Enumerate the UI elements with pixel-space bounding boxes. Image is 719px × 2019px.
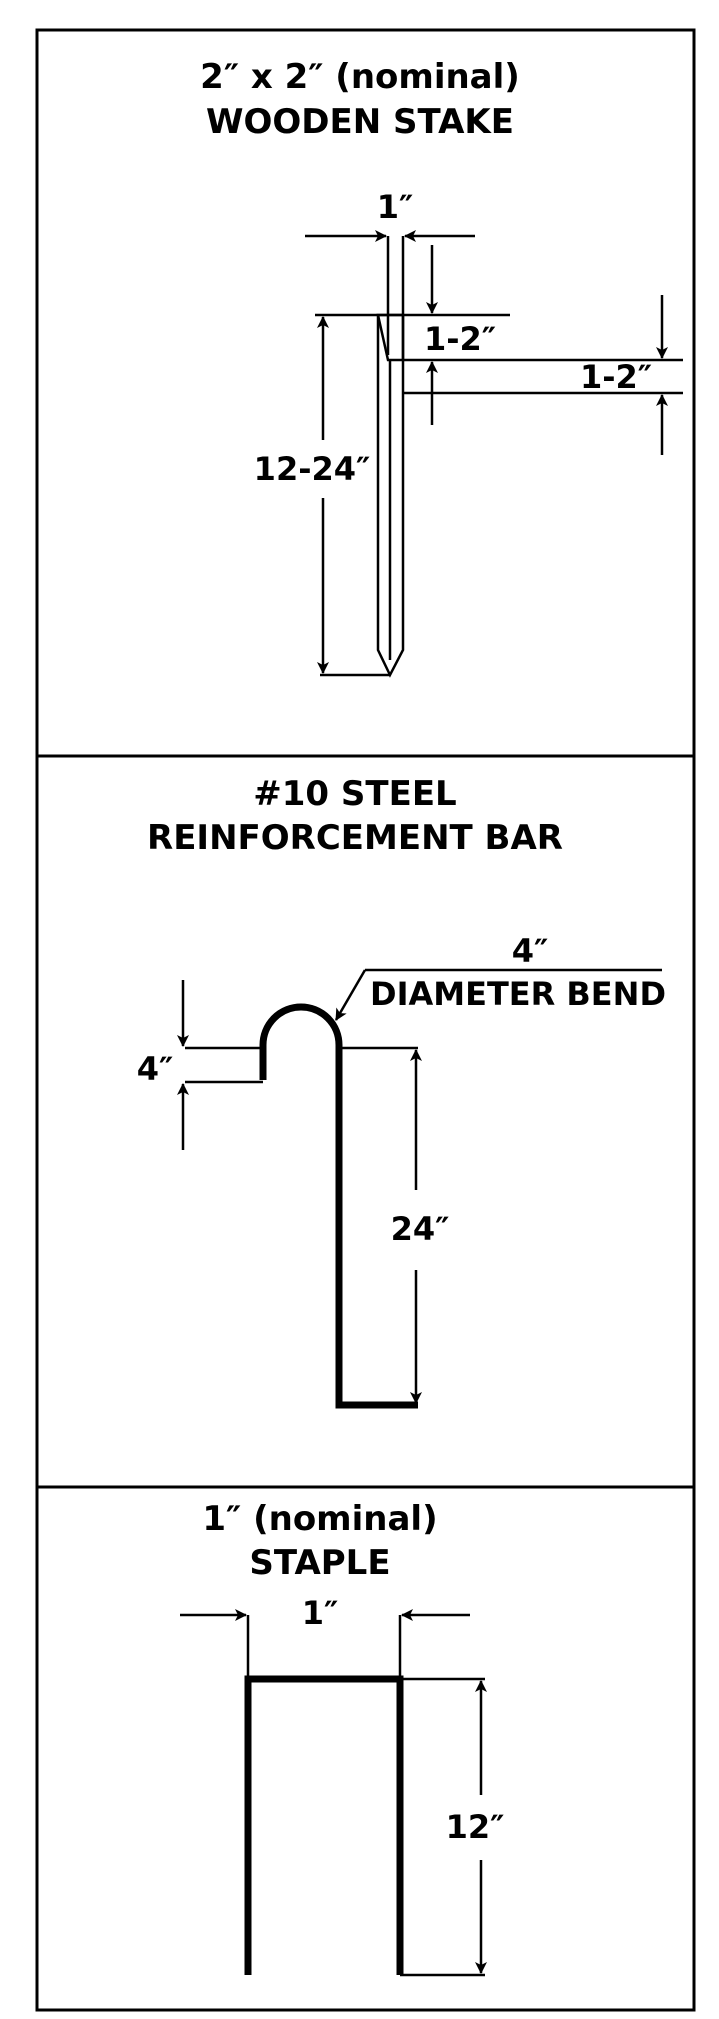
- wooden-stake-panel: 2″ x 2″ (nominal) WOODEN STAKE 1″ 1-2″: [200, 57, 683, 678]
- stake-taper-top-label: 1-2″: [424, 320, 496, 358]
- stake-title-line2: WOODEN STAKE: [206, 102, 514, 142]
- staple-width-label: 1″: [302, 1594, 339, 1632]
- staple-length-dimension: 12″: [446, 1680, 505, 1974]
- staple-title-line2: STAPLE: [249, 1543, 390, 1583]
- rebar-drawing: [185, 1003, 418, 1409]
- rebar-hook-dimension: 4″: [137, 980, 189, 1150]
- rebar-title-line2: REINFORCEMENT BAR: [147, 818, 563, 858]
- stake-width-dimension: 1″: [305, 188, 475, 355]
- rebar-panel: #10 STEEL REINFORCEMENT BAR 4″ DIAMETER …: [137, 774, 666, 1409]
- outer-border: [35, 28, 696, 2012]
- rebar-bend-label: DIAMETER BEND: [370, 975, 666, 1013]
- staple-width-dimension: 1″: [180, 1594, 470, 1679]
- rebar-title-line1: #10 STEEL: [253, 774, 456, 814]
- stake-title-line1: 2″ x 2″ (nominal): [200, 57, 520, 97]
- wooden-stake-drawing: [376, 313, 405, 678]
- stake-length-dimension: 12-24″: [254, 313, 390, 677]
- stake-taper-top-dimension: 1-2″: [403, 245, 510, 425]
- stake-length-label: 12-24″: [254, 450, 371, 488]
- stake-taper-side-label: 1-2″: [580, 358, 652, 396]
- rebar-hook-label: 4″: [137, 1050, 174, 1088]
- rebar-bend-diameter-label: 4″: [512, 932, 549, 970]
- stake-taper-side-dimension: 1-2″: [403, 295, 683, 455]
- staple-length-label: 12″: [446, 1808, 505, 1846]
- staple-drawing: [244, 1675, 485, 1977]
- staple-title-line1: 1″ (nominal): [202, 1499, 437, 1539]
- rebar-length-label: 24″: [391, 1210, 450, 1248]
- rebar-bend-dimension: 4″ DIAMETER BEND: [334, 932, 666, 1021]
- rebar-length-dimension: 24″: [391, 1049, 450, 1404]
- staple-panel: 1″ (nominal) STAPLE 1″ 12″: [180, 1499, 505, 1977]
- stake-width-label: 1″: [377, 188, 414, 226]
